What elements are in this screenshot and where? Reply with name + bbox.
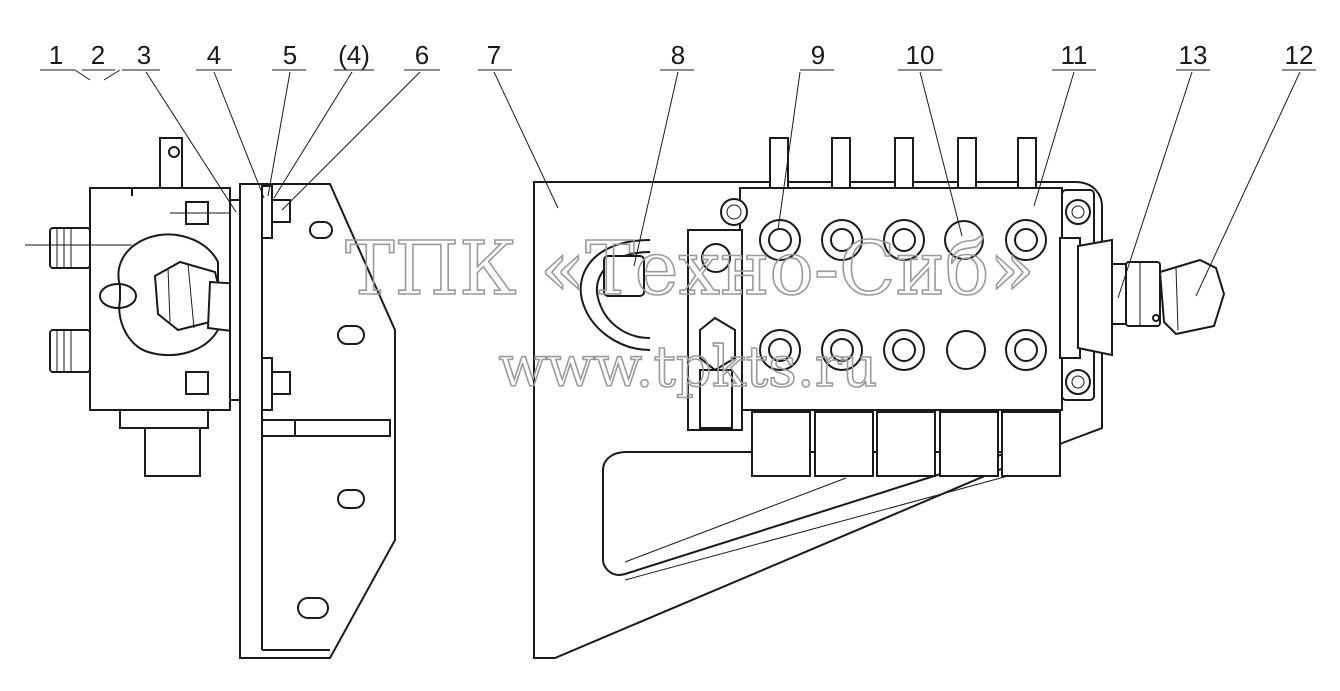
callout-labels: 1 2 3 4 5 (4) 6 7 8 9 10 11 13 12 [49, 40, 1314, 70]
callout-4-repeat: (4) [338, 40, 370, 70]
watermark: ТПК «Техно-Сиб» www.tpkts.ru [344, 225, 1035, 401]
solenoid-blocks [751, 411, 1061, 477]
callout-13: 13 [1179, 40, 1208, 70]
leader-lines [40, 69, 1316, 581]
callout-5: 5 [283, 40, 297, 70]
left-valve-assembly [25, 137, 290, 477]
callout-3: 3 [137, 40, 151, 70]
control-levers [769, 137, 1037, 189]
callout-9: 9 [811, 40, 825, 70]
callout-11: 11 [1061, 40, 1088, 70]
callout-6: 6 [415, 40, 429, 70]
callout-1: 1 [49, 40, 63, 70]
watermark-company: ТПК «Техно-Сиб» [345, 226, 1035, 312]
callout-12: 12 [1285, 40, 1314, 70]
callout-4: 4 [207, 40, 221, 70]
port-plugs [759, 219, 1047, 371]
mounting-bracket-plate [239, 183, 396, 659]
watermark-url: www.tpkts.ru [498, 335, 877, 400]
callout-2: 2 [91, 40, 105, 70]
callout-8: 8 [671, 40, 685, 70]
callout-10: 10 [906, 40, 935, 70]
callout-7: 7 [487, 40, 501, 70]
